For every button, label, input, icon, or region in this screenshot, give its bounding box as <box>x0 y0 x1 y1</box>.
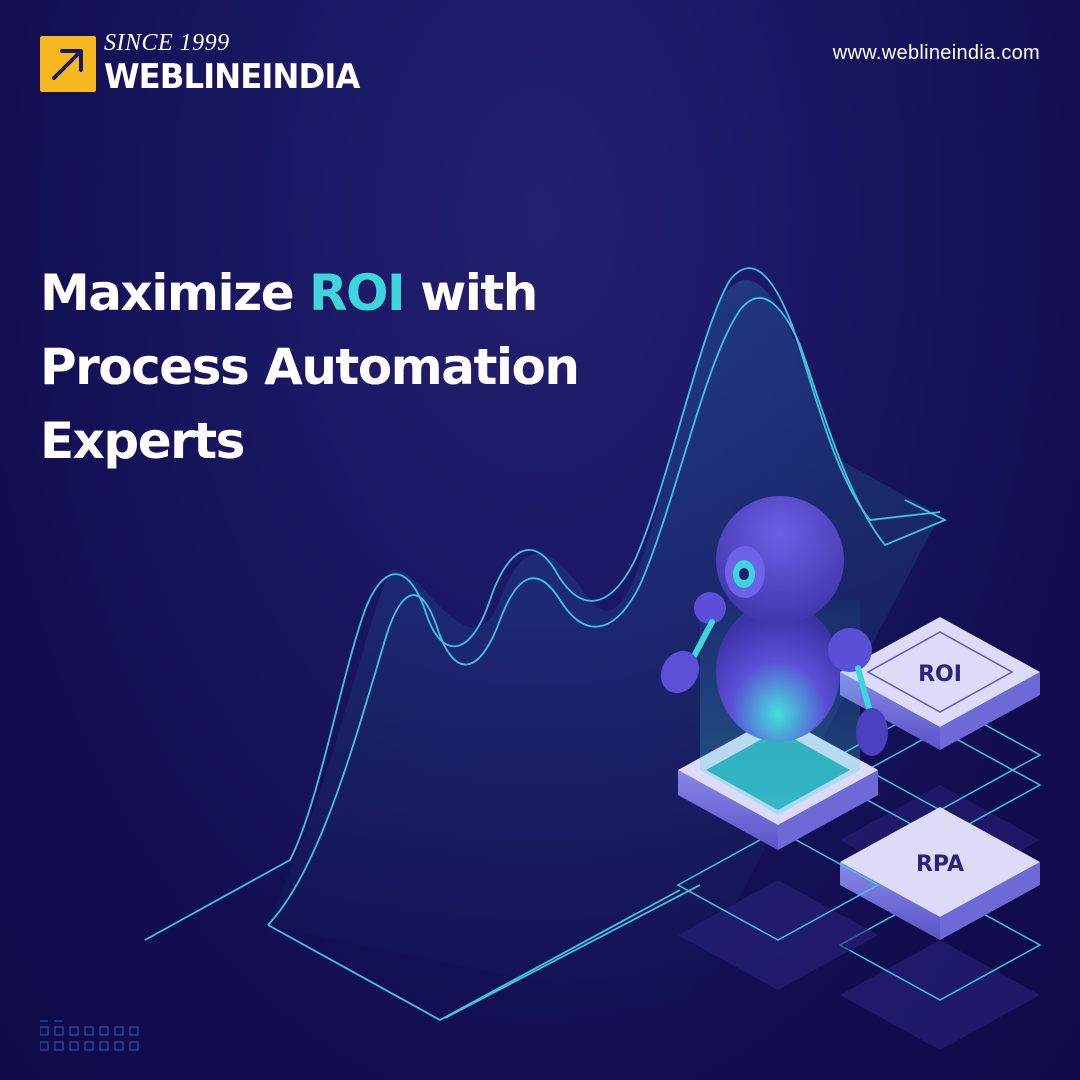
rpa-tile: RPA <box>838 807 1042 1050</box>
headline-line-1: Maximize ROI with <box>40 256 579 330</box>
brand-name: WEBLINEINDIA <box>104 57 360 97</box>
robot-icon <box>660 496 888 756</box>
dot-grid-decoration <box>40 1020 139 1051</box>
headline-highlight: ROI <box>309 264 406 322</box>
headline-text-end: with <box>404 264 538 322</box>
brand-since: SINCE 1999 <box>104 30 230 56</box>
headline-line-3: Experts <box>40 412 245 470</box>
headline: Maximize ROI with Process Automation Exp… <box>40 256 580 478</box>
logo-mark <box>40 36 96 92</box>
headline-text: Maximize <box>40 264 310 322</box>
arrow-up-right-icon <box>52 49 83 80</box>
rpa-tile-label: RPA <box>916 852 964 877</box>
website-url[interactable]: www.weblineindia.com <box>832 42 1040 64</box>
headline-line-2: Process Automation <box>40 338 580 396</box>
roi-tile-label: ROI <box>918 662 962 687</box>
